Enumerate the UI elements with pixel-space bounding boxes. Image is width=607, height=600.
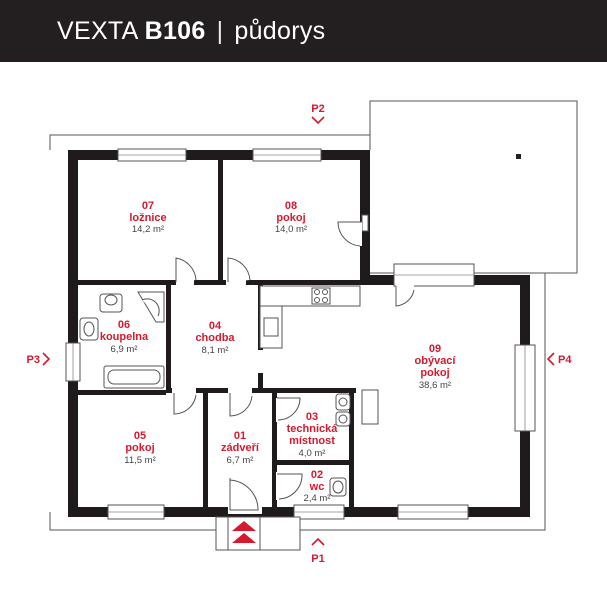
room-area: 38,6 m² xyxy=(419,380,451,391)
room-name: pokoj xyxy=(276,212,305,224)
room-name: pokoj xyxy=(125,442,154,454)
room-03: 03 technická místnost 4,0 m² xyxy=(287,411,339,459)
p2-chevron-icon xyxy=(311,116,325,125)
fixtures xyxy=(79,285,379,497)
page-header: VEXTA B106 | půdorys xyxy=(0,0,607,62)
room-number: 09 xyxy=(429,343,441,355)
room-05: 05 pokoj 11,5 m² xyxy=(124,430,156,466)
room-name: wc xyxy=(309,481,325,493)
terrace-marker xyxy=(516,154,521,159)
room-number: 07 xyxy=(142,200,154,212)
room-name: chodba xyxy=(195,332,235,344)
p1-chevron-icon xyxy=(311,537,325,546)
room-number: 03 xyxy=(306,411,318,423)
floor-plan: P2 P1 P3 P4 07 ložnice 14,2 m² 08 pokoj … xyxy=(27,100,578,565)
room-area: 2,4 m² xyxy=(304,493,331,504)
room-area: 8,1 m² xyxy=(202,345,229,356)
model-name: B106 xyxy=(144,16,206,45)
room-name: obývací xyxy=(415,355,457,367)
p3-chevron-icon xyxy=(42,352,51,366)
room-01: 01 zádveří 6,7 m² xyxy=(221,430,260,466)
room-number: 05 xyxy=(134,430,146,442)
room-number: 04 xyxy=(209,320,222,332)
room-name: ložnice xyxy=(129,212,166,224)
room-name: koupelna xyxy=(100,331,149,343)
title-separator: | xyxy=(216,16,224,45)
room-name-line2: pokoj xyxy=(420,367,449,379)
view-markers xyxy=(42,116,555,546)
view-label-p3: P3 xyxy=(27,354,40,366)
room-name: zádveří xyxy=(221,442,260,454)
view-label-p1: P1 xyxy=(311,553,324,565)
room-number: 01 xyxy=(234,430,246,442)
room-09: 09 obývací pokoj 38,6 m² xyxy=(415,343,457,391)
brand-name: VEXTA xyxy=(57,16,139,45)
room-08: 08 pokoj 14,0 m² xyxy=(275,200,307,235)
room-area: 14,2 m² xyxy=(132,224,164,235)
room-04: 04 chodba 8,1 m² xyxy=(195,320,235,356)
room-number: 08 xyxy=(285,200,297,212)
entrance-stairs xyxy=(215,516,301,551)
room-02: 02 wc 2,4 m² xyxy=(304,469,331,504)
windows xyxy=(65,148,536,520)
view-label-p2: P2 xyxy=(311,103,324,115)
room-area: 11,5 m² xyxy=(124,455,156,466)
window-glass-lines xyxy=(72,154,526,513)
view-label-p4: P4 xyxy=(558,354,572,366)
room-area: 6,9 m² xyxy=(111,344,138,355)
doors xyxy=(172,221,415,514)
room-07: 07 ložnice 14,2 m² xyxy=(129,200,166,235)
room-area: 4,0 m² xyxy=(299,448,326,459)
room-number: 02 xyxy=(311,469,323,481)
room-area: 14,0 m² xyxy=(275,224,307,235)
p4-chevron-icon xyxy=(546,352,555,366)
room-06: 06 koupelna 6,9 m² xyxy=(100,319,149,355)
page-subtitle: půdorys xyxy=(234,16,326,45)
room-number: 06 xyxy=(118,319,130,331)
room-area: 6,7 m² xyxy=(227,455,254,466)
room-name: technická xyxy=(287,423,339,435)
room-name-line2: místnost xyxy=(289,435,335,447)
